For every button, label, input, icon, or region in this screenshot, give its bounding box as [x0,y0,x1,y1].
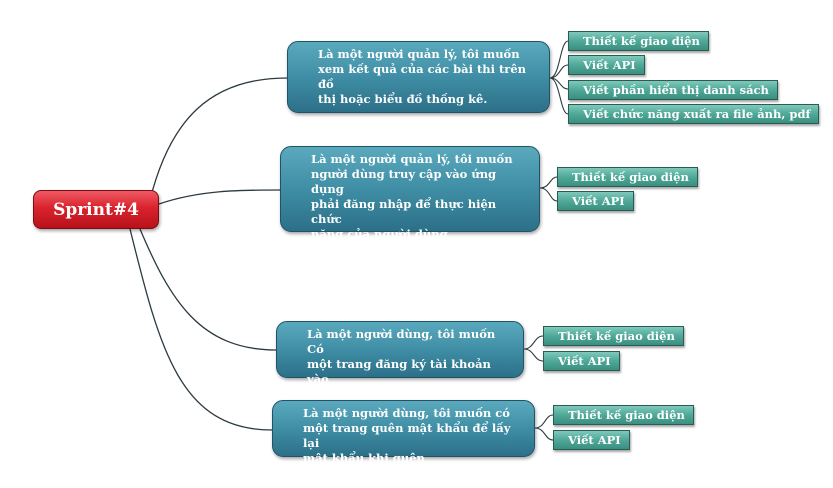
story-4-line-2: một trang quên mật khẩu để lấy lại [303,421,511,450]
story-3-line-2: một trang đăng ký tài khoản vào [307,357,491,386]
task-label: Thiết kế giao diện [558,329,675,343]
task-node-3-2[interactable]: Viết API [543,351,620,371]
connector-root-story-3 [139,228,277,351]
task-node-1-1[interactable]: Thiết kế giao diện [568,31,709,51]
task-node-1-2[interactable]: Viết API [568,55,645,75]
story-4-line-3: mật khẩu khi quên [303,451,425,465]
connector-root-story-4 [129,228,273,431]
task-label: Viết API [572,194,625,208]
story-3-line-3: ứng dụng để ghi danh [307,387,449,401]
task-node-1-4[interactable]: Viết chức năng xuất ra file ảnh, pdf [568,104,820,124]
story-node-3[interactable]: Là một người dùng, tôi muốn Có một trang… [276,321,524,401]
story-1-line-1: Là một người quản lý, tôi muốn [318,47,520,61]
connector-story-4-tasks [534,414,554,441]
connector-root-story-2 [158,189,281,205]
story-2-line-4: năng của người dùng [311,227,448,241]
connector-story-2-tasks [539,176,558,202]
task-node-3-1[interactable]: Thiết kế giao diện [543,326,684,346]
task-node-1-3[interactable]: Viết phần hiển thị danh sách [568,80,778,100]
connector-story-1-tasks [549,40,569,115]
connector-story-3-tasks [523,335,544,362]
task-label: Thiết kế giao diện [572,170,689,184]
story-1-line-3: thị hoặc biểu đồ thống kê. [318,92,488,106]
story-2-line-3: phải đăng nhập để thực hiện chức [311,197,497,226]
task-label: Thiết kế giao diện [568,408,685,422]
task-label: Viết API [583,58,636,72]
task-label: Viết chức năng xuất ra file ảnh, pdf [583,107,811,121]
task-label: Viết phần hiển thị danh sách [583,83,769,97]
connector-root-story-1 [149,77,288,201]
story-2-line-2: người dùng truy cập vào ứng dụng [311,167,497,196]
story-node-4[interactable]: Là một người dùng, tôi muốn có một trang… [272,400,535,465]
task-label: Thiết kế giao diện [583,34,700,48]
task-node-2-1[interactable]: Thiết kế giao diện [557,167,698,187]
story-2-line-1: Là một người quản lý, tôi muốn [311,152,513,166]
task-node-2-2[interactable]: Viết API [557,191,634,211]
task-label: Viết API [558,354,611,368]
task-node-4-2[interactable]: Viết API [553,430,630,450]
story-4-line-1: Là một người dùng, tôi muốn có [303,406,510,420]
task-label: Viết API [568,433,621,447]
root-node[interactable]: Sprint#4 [33,190,159,229]
story-1-line-2: xem kết quả của các bài thi trên đồ [318,62,527,91]
task-node-4-1[interactable]: Thiết kế giao diện [553,405,694,425]
story-node-2[interactable]: Là một người quản lý, tôi muốn người dùn… [280,146,540,241]
story-node-1[interactable]: Là một người quản lý, tôi muốn xem kết q… [287,41,550,113]
story-3-line-1: Là một người dùng, tôi muốn Có [307,327,496,356]
root-label: Sprint#4 [53,199,139,220]
